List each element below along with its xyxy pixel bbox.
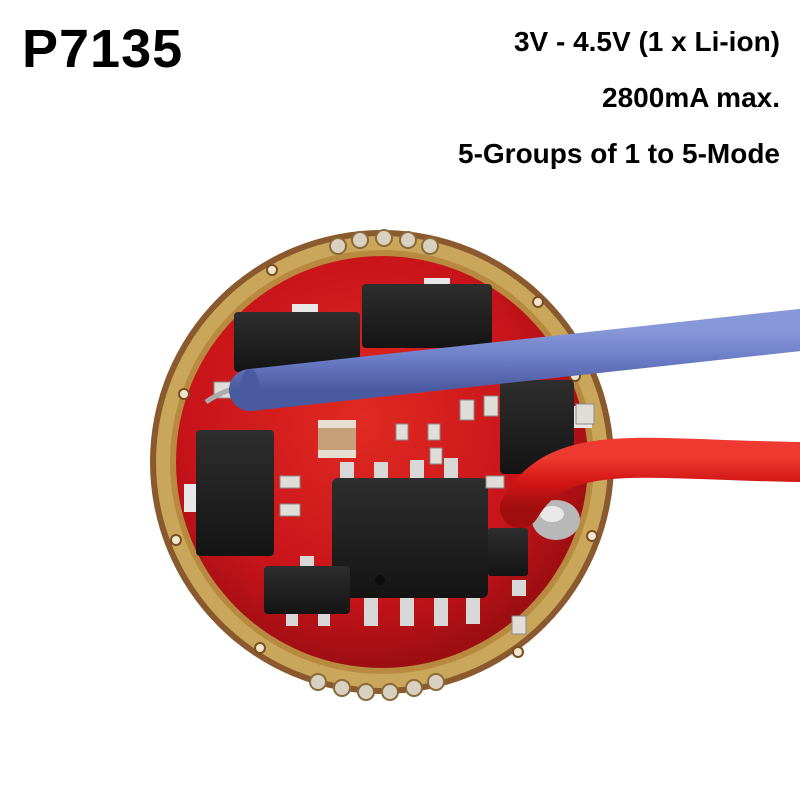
bottom-left-transistor <box>264 556 350 626</box>
smd-components <box>213 381 595 635</box>
top-right-mosfet <box>362 278 492 348</box>
capacitor <box>318 420 356 458</box>
spec-modes: 5-Groups of 1 to 5-Mode <box>458 138 780 169</box>
left-mosfet <box>184 430 274 556</box>
product-title: P7135 <box>22 19 184 79</box>
red-wire <box>500 437 800 528</box>
right-small-transistor <box>488 528 528 596</box>
edge-solder-pads <box>309 229 445 701</box>
spec-current: 2800mA max. <box>602 82 780 113</box>
blue-wire <box>204 309 800 411</box>
top-left-mosfet <box>234 304 360 372</box>
spec-voltage: 3V - 4.5V (1 x Li-ion) <box>513 26 780 57</box>
main-controller-ic <box>332 458 488 626</box>
